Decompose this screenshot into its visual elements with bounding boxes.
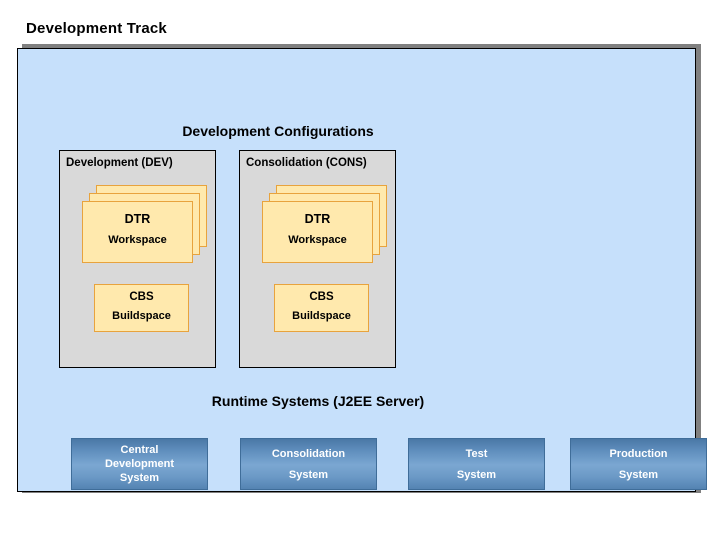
runtime-system-consolidation[interactable]: Consolidation System	[240, 438, 377, 490]
dtr-workspace-sheet-front[interactable]: DTR Workspace	[82, 201, 193, 263]
runtime-system-line3: System	[119, 472, 160, 484]
track-panel: Development Configurations Development (…	[17, 48, 707, 492]
cbs-buildspace-subtitle: Buildspace	[112, 310, 171, 322]
dtr-workspace-title: DTR	[124, 212, 151, 226]
dtr-workspace-subtitle: Workspace	[288, 234, 347, 246]
runtime-system-line2: Development	[104, 458, 175, 470]
runtime-system-line1: Test	[465, 447, 488, 460]
dtr-workspace-stack-cons[interactable]: DTR Workspace	[262, 185, 387, 263]
runtime-system-central-development[interactable]: Central Development System	[71, 438, 208, 490]
runtime-system-line1: Central	[120, 444, 159, 456]
dtr-workspace-title: DTR	[304, 212, 331, 226]
cbs-buildspace-box-dev[interactable]: CBS Buildspace	[94, 284, 189, 332]
cbs-buildspace-title: CBS	[309, 291, 334, 303]
dtr-workspace-sheet-front[interactable]: DTR Workspace	[262, 201, 373, 263]
dtr-workspace-subtitle: Workspace	[108, 234, 167, 246]
config-group-cons[interactable]: Consolidation (CONS) DTR Workspace CBS B…	[239, 150, 396, 368]
runtime-system-line1: Consolidation	[271, 447, 346, 460]
track-title: Development Track	[26, 20, 167, 37]
cbs-buildspace-box-cons[interactable]: CBS Buildspace	[274, 284, 369, 332]
runtime-system-line3: System	[618, 468, 659, 481]
runtime-system-line3: System	[288, 468, 329, 481]
config-group-dev[interactable]: Development (DEV) DTR Workspace CBS Buil…	[59, 150, 216, 368]
config-group-dev-label: Development (DEV)	[66, 157, 173, 169]
runtime-system-line1: Production	[609, 447, 668, 460]
development-configurations-heading: Development Configurations	[182, 123, 374, 139]
config-group-cons-label: Consolidation (CONS)	[246, 157, 367, 169]
runtime-system-line3: System	[456, 468, 497, 481]
cbs-buildspace-title: CBS	[129, 291, 154, 303]
runtime-system-test[interactable]: Test System	[408, 438, 545, 490]
runtime-systems-heading: Runtime Systems (J2EE Server)	[211, 393, 425, 409]
runtime-system-production[interactable]: Production System	[570, 438, 707, 490]
dtr-workspace-stack-dev[interactable]: DTR Workspace	[82, 185, 207, 263]
cbs-buildspace-subtitle: Buildspace	[292, 310, 351, 322]
